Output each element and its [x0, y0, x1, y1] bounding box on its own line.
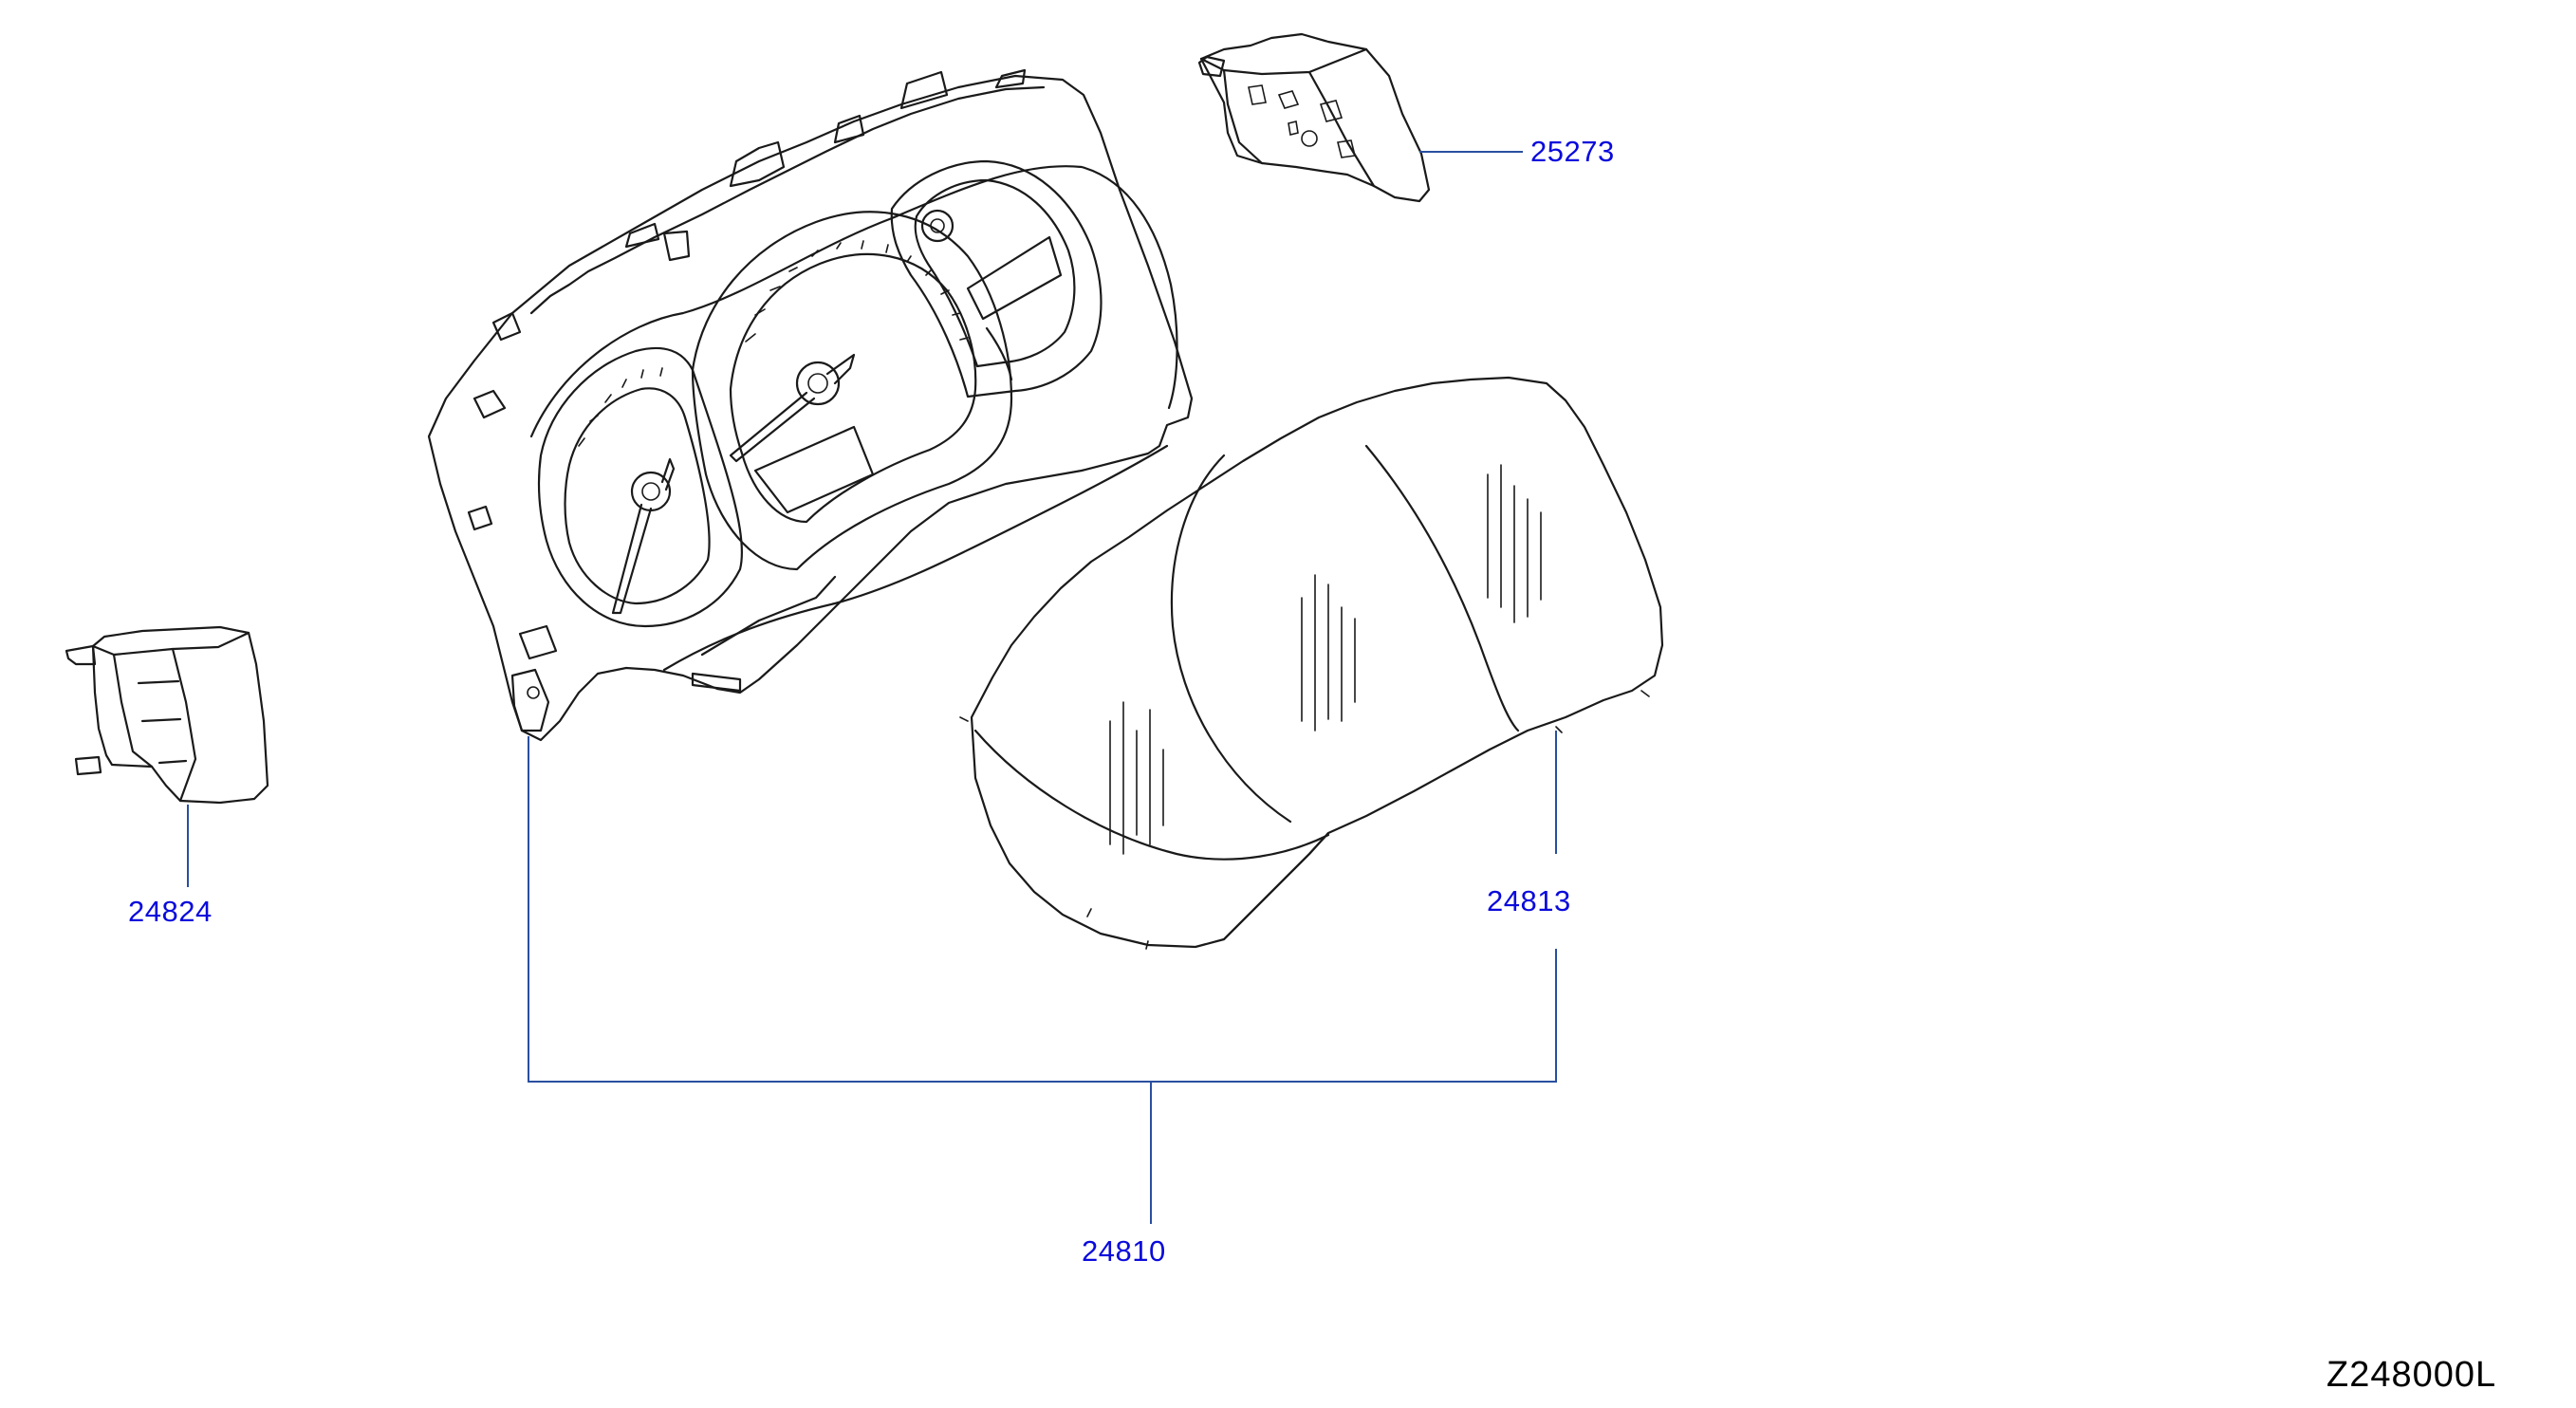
leader-lines	[187, 151, 1557, 1224]
callout-25273: 25273	[1530, 135, 1615, 168]
right-switch-part	[1197, 32, 1431, 203]
callout-24824: 24824	[128, 895, 213, 928]
meter-assembly-part	[427, 68, 1194, 742]
callout-24810: 24810	[1082, 1234, 1166, 1268]
drawing-code: Z248000L	[2326, 1355, 2497, 1395]
callout-24813: 24813	[1487, 884, 1571, 917]
front-cover-part	[959, 376, 1664, 950]
leader-24810-bracket	[528, 736, 1557, 1083]
left-switch-part	[65, 625, 269, 805]
